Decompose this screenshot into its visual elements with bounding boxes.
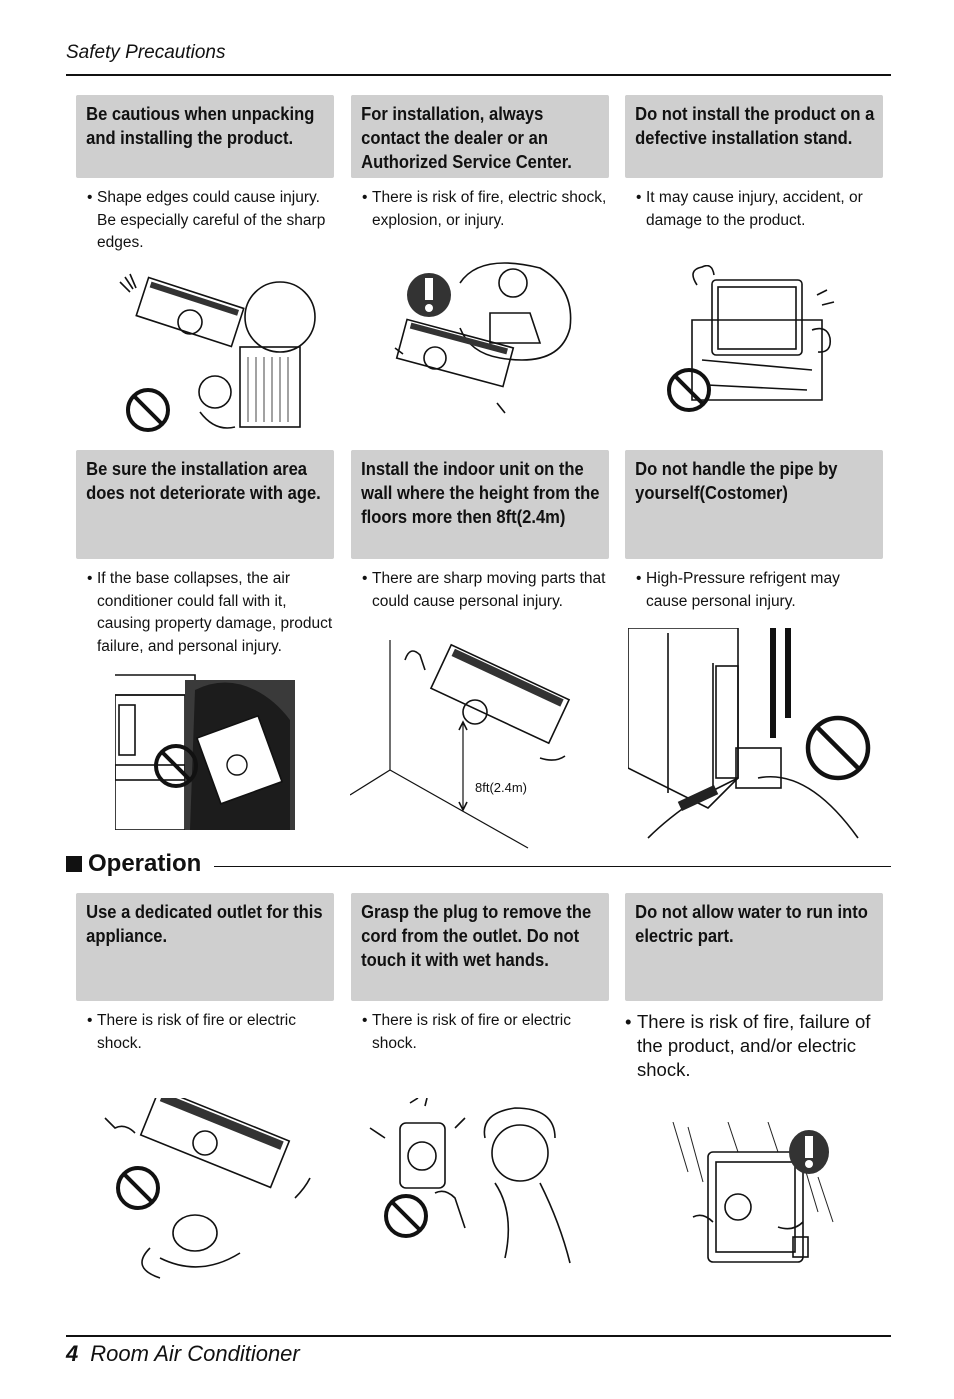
grasp-plug-illustration — [369, 1098, 571, 1264]
defective-stand-illustration — [667, 265, 835, 412]
card-bullet: •If the base collapses, the air conditio… — [87, 570, 333, 655]
card-title: Be cautious when unpacking and installin… — [76, 95, 334, 156]
card-dedicated-outlet: Use a dedicated outlet for this applianc… — [76, 893, 334, 1055]
page-footer: 4 Room Air Conditioner — [66, 1341, 300, 1367]
card-pipe-handling: Do not handle the pipe by yourself(Costo… — [625, 450, 883, 613]
card-bullet: •There is risk of fire, failure of the p… — [625, 1011, 871, 1080]
card-installation-area: Be sure the installation area does not d… — [76, 450, 334, 658]
page-header-title: Safety Precautions — [66, 42, 226, 63]
card-bullet: •Shape edges could cause injury. Be espe… — [87, 189, 326, 251]
card-bullet: •High-Pressure refrigent may cause perso… — [636, 570, 840, 610]
pipe-handling-illustration — [628, 628, 871, 839]
card-title: For installation, always contact the dea… — [351, 95, 609, 178]
footer-rule — [66, 1335, 891, 1337]
card-defective-stand: Do not install the product on a defectiv… — [625, 95, 883, 232]
card-title: Do not handle the pipe by yourself(Costo… — [625, 450, 883, 511]
card-grasp-plug: Grasp the plug to remove the cord from t… — [351, 893, 609, 1055]
card-title: Install the indoor unit on the wall wher… — [351, 450, 609, 535]
card-dealer-installation: For installation, always contact the dea… — [351, 95, 609, 232]
card-title: Be sure the installation area does not d… — [76, 450, 334, 511]
page-number: 4 — [66, 1341, 79, 1366]
water-electric-illustration — [672, 1122, 834, 1263]
card-bullet: •There is risk of fire or electric shock… — [362, 1012, 571, 1052]
card-title: Do not allow water to run into electric … — [625, 893, 883, 954]
deteriorating-area-illustration — [115, 674, 295, 830]
footer-title: Room Air Conditioner — [90, 1341, 300, 1366]
card-bullet: •It may cause injury, accident, or damag… — [636, 189, 863, 229]
wall-height-illustration: 8ft(2.4m) — [350, 640, 571, 849]
height-label: 8ft(2.4m) — [475, 780, 527, 795]
card-title: Do not install the product on a defectiv… — [625, 95, 883, 156]
card-wall-height: Install the indoor unit on the wall wher… — [351, 450, 609, 613]
section-rule — [214, 866, 891, 867]
header-rule — [66, 74, 891, 76]
dedicated-outlet-illustration — [104, 1098, 311, 1279]
card-bullet: •There are sharp moving parts that could… — [362, 570, 606, 610]
square-bullet-icon — [66, 856, 82, 872]
card-title: Use a dedicated outlet for this applianc… — [76, 893, 334, 954]
card-bullet: •There is risk of fire or electric shock… — [87, 1012, 296, 1052]
dealer-illustration — [394, 262, 572, 414]
card-unpacking: Be cautious when unpacking and installin… — [76, 95, 334, 255]
card-title: Grasp the plug to remove the cord from t… — [351, 893, 609, 978]
card-bullet: •There is risk of fire, electric shock, … — [362, 189, 607, 229]
card-water-electric: Do not allow water to run into electric … — [625, 893, 883, 1082]
unpacking-illustration — [119, 273, 316, 432]
operation-section-heading: Operation — [66, 850, 201, 878]
